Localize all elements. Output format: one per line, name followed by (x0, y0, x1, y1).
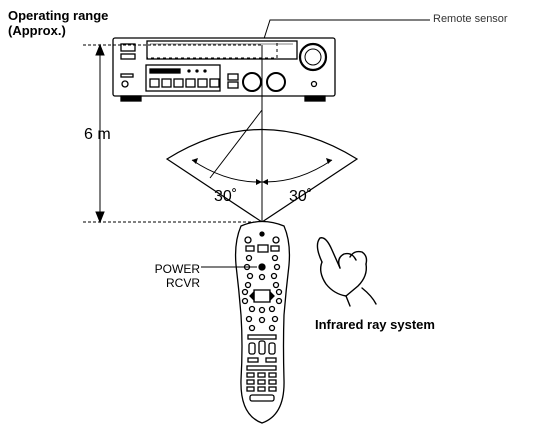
angle-arcs (191, 159, 333, 183)
remote-sensor-label: Remote sensor (433, 13, 508, 25)
operating-range-line2: (Approx.) (8, 23, 66, 38)
knob-right (266, 72, 286, 92)
receiver-foot-right (304, 95, 326, 102)
operating-range-line1: Operating range (8, 8, 109, 23)
power-label: POWER (154, 262, 200, 276)
receiver (112, 37, 336, 102)
remote-sensor-area (146, 40, 278, 59)
angle-right-label: 30˚ (289, 188, 313, 205)
infrared-label: Infrared ray system (315, 317, 435, 332)
sensor-leader-line (261, 19, 430, 46)
angle-left-label: 30˚ (214, 188, 238, 205)
power-rcvr-label: POWER RCVR (140, 262, 200, 290)
operating-range-title: Operating range (Approx.) (8, 8, 108, 38)
knob-left (242, 72, 262, 92)
power-rcvr-button (258, 263, 266, 271)
remote-control (234, 220, 291, 424)
rcvr-label: RCVR (165, 276, 200, 290)
distance-label: 6 m (84, 126, 111, 143)
receiver-foot-left (120, 95, 142, 102)
range-fan (165, 45, 359, 223)
distance-arrow (95, 43, 105, 224)
hand-icon (316, 237, 377, 307)
